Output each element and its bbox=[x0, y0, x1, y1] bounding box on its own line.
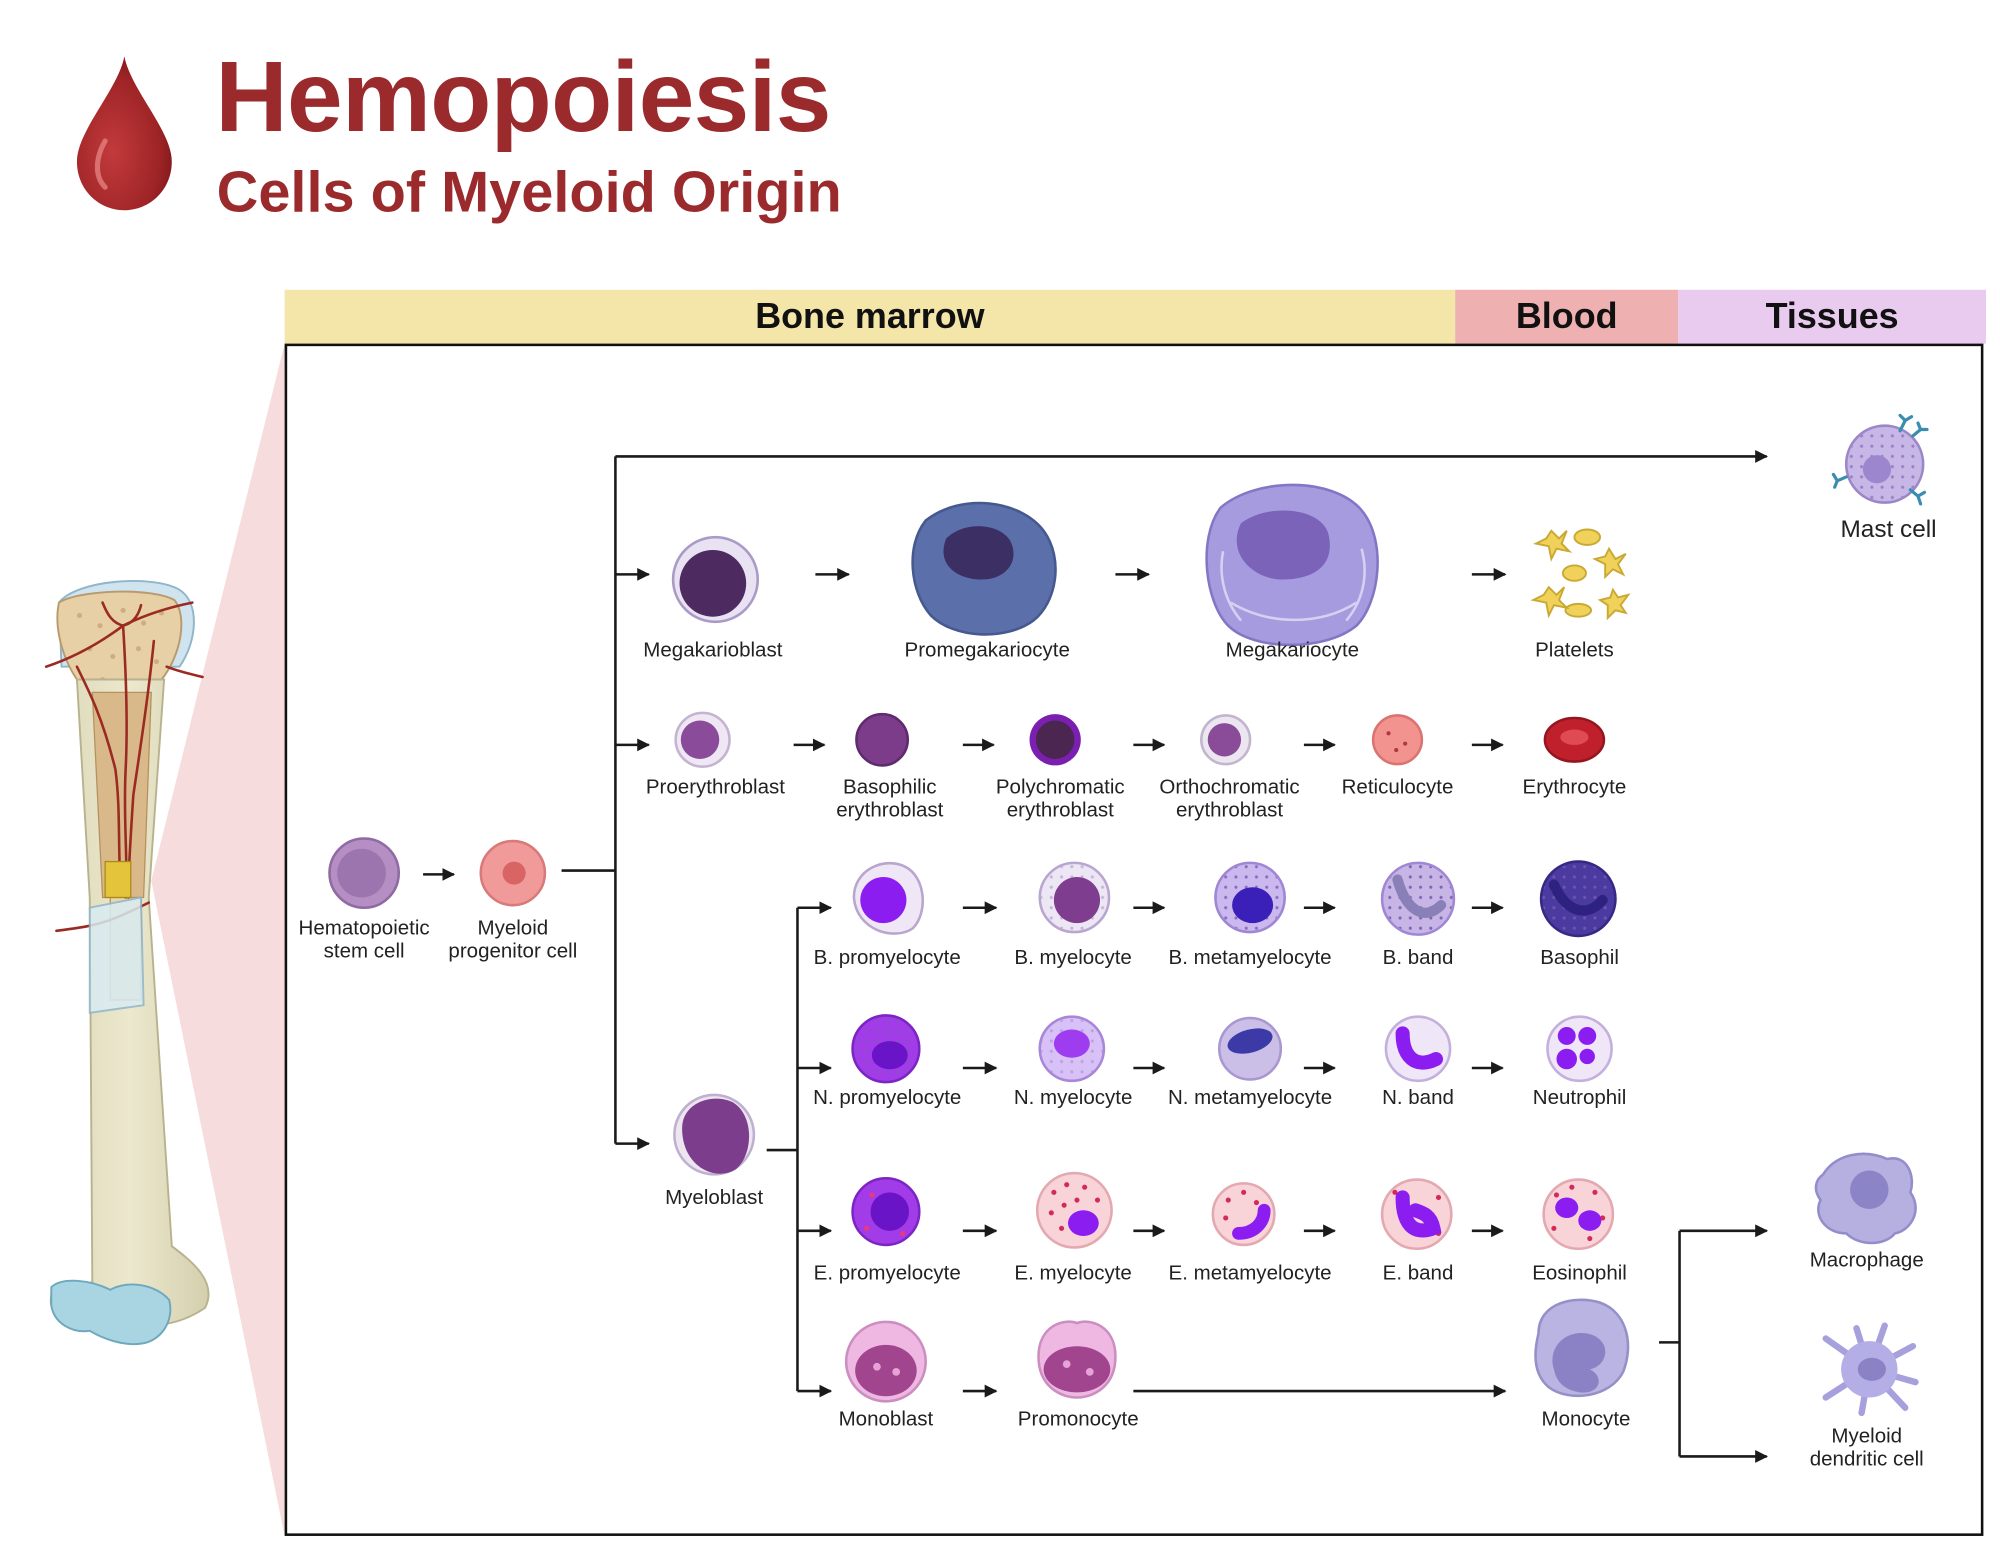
label-hsc: Hematopoietic stem cell bbox=[298, 917, 430, 963]
label-reticulocyte: Reticulocyte bbox=[1341, 776, 1454, 799]
label-e-promyelocyte: E. promyelocyte bbox=[813, 1262, 961, 1285]
label-megakaryoblast: Megakarioblast bbox=[643, 639, 783, 662]
label-myeloblast: Myeloblast bbox=[665, 1187, 764, 1210]
eosinophil-cell bbox=[1542, 1178, 1615, 1251]
label-eosinophil: Eosinophil bbox=[1532, 1262, 1627, 1285]
erythrocyte-cell bbox=[1543, 716, 1606, 763]
label-promonocyte: Promonocyte bbox=[1017, 1409, 1139, 1431]
label-macrophage: Macrophage bbox=[1809, 1250, 1924, 1272]
proerythroblast-cell bbox=[674, 711, 731, 768]
blood-band: Blood bbox=[1455, 289, 1679, 344]
label-n-band: N. band bbox=[1382, 1087, 1454, 1110]
e-promyelocyte-cell bbox=[851, 1176, 921, 1247]
promegakaryocyte-cell bbox=[911, 501, 1057, 636]
label-basophilic-erythroblast: Basophilic erythroblast bbox=[836, 776, 944, 822]
label-myeloid-progenitor: Myeloid progenitor cell bbox=[448, 917, 578, 963]
polychromatic-erythroblast-cell bbox=[1029, 714, 1081, 766]
label-e-band: E. band bbox=[1382, 1262, 1454, 1285]
label-orthochromatic-erythroblast: Orthochromatic erythroblast bbox=[1159, 776, 1300, 822]
myeloid-dendritic-cell bbox=[1822, 1322, 1919, 1417]
e-band-cell bbox=[1380, 1178, 1453, 1251]
orthochromatic-erythroblast-cell bbox=[1200, 714, 1252, 766]
label-monocyte: Monocyte bbox=[1541, 1409, 1631, 1431]
label-basophil: Basophil bbox=[1540, 947, 1619, 970]
e-myelocyte-cell bbox=[1035, 1171, 1113, 1249]
label-erythrocyte: Erythrocyte bbox=[1522, 776, 1627, 799]
page-title: Hemopoiesis bbox=[215, 39, 831, 153]
myeloblast-cell bbox=[673, 1093, 756, 1176]
bone-illustration bbox=[44, 580, 210, 1346]
n-metamyelocyte-cell bbox=[1217, 1016, 1283, 1081]
label-n-myelocyte: N. myelocyte bbox=[1013, 1087, 1133, 1110]
label-polychromatic-erythroblast: Polychromatic erythroblast bbox=[995, 776, 1125, 822]
label-b-metamyelocyte: B. metamyelocyte bbox=[1168, 947, 1332, 970]
label-mast-cell: Mast cell bbox=[1840, 516, 1937, 544]
n-myelocyte-cell bbox=[1038, 1015, 1106, 1083]
label-n-metamyelocyte: N. metamyelocyte bbox=[1167, 1087, 1333, 1110]
label-neutrophil: Neutrophil bbox=[1532, 1087, 1627, 1110]
label-monoblast: Monoblast bbox=[838, 1409, 934, 1431]
blood-drop-icon bbox=[76, 56, 172, 211]
promonocyte-cell bbox=[1037, 1320, 1117, 1399]
megakaryoblast-cell bbox=[671, 535, 760, 624]
label-b-band: B. band bbox=[1382, 947, 1454, 970]
basophilic-erythroblast-cell bbox=[855, 712, 910, 767]
platelets-cell bbox=[1530, 528, 1631, 621]
label-platelets: Platelets bbox=[1535, 639, 1614, 662]
bone-marrow-band: Bone marrow bbox=[284, 289, 1456, 344]
label-promegakaryocyte: Promegakariocyte bbox=[904, 639, 1070, 662]
macrophage-cell bbox=[1814, 1152, 1917, 1245]
diagram-frame bbox=[284, 343, 1984, 1536]
reticulocyte-cell bbox=[1371, 714, 1424, 766]
monoblast-cell bbox=[844, 1320, 927, 1403]
tissues-band: Tissues bbox=[1678, 289, 1986, 344]
e-metamyelocyte-cell bbox=[1211, 1182, 1276, 1247]
mast-cell bbox=[1831, 413, 1929, 506]
b-metamyelocyte-cell bbox=[1214, 861, 1286, 934]
hsc-cell bbox=[328, 837, 401, 910]
n-band-cell bbox=[1384, 1015, 1452, 1083]
label-n-promyelocyte: N. promyelocyte bbox=[813, 1087, 962, 1110]
label-myeloid-dendritic-cell: Myeloid dendritic cell bbox=[1809, 1425, 1924, 1471]
label-e-metamyelocyte: E. metamyelocyte bbox=[1168, 1262, 1332, 1285]
label-b-myelocyte: B. myelocyte bbox=[1014, 947, 1132, 970]
b-myelocyte-cell bbox=[1038, 861, 1111, 934]
megakaryocyte-cell bbox=[1205, 483, 1379, 647]
label-e-myelocyte: E. myelocyte bbox=[1014, 1262, 1132, 1285]
neutrophil-cell bbox=[1546, 1015, 1613, 1083]
b-promyelocyte-cell bbox=[852, 861, 925, 935]
page-subtitle: Cells of Myeloid Origin bbox=[216, 158, 842, 225]
label-megakaryocyte: Megakariocyte bbox=[1225, 639, 1360, 662]
myeloid-progenitor-cell bbox=[479, 839, 547, 907]
b-band-cell bbox=[1380, 861, 1456, 936]
monocyte-cell bbox=[1534, 1298, 1630, 1398]
label-b-promyelocyte: B. promyelocyte bbox=[813, 947, 961, 970]
label-proerythroblast: Proerythroblast bbox=[645, 776, 785, 799]
n-promyelocyte-cell bbox=[851, 1014, 921, 1084]
basophil-cell bbox=[1539, 860, 1617, 938]
